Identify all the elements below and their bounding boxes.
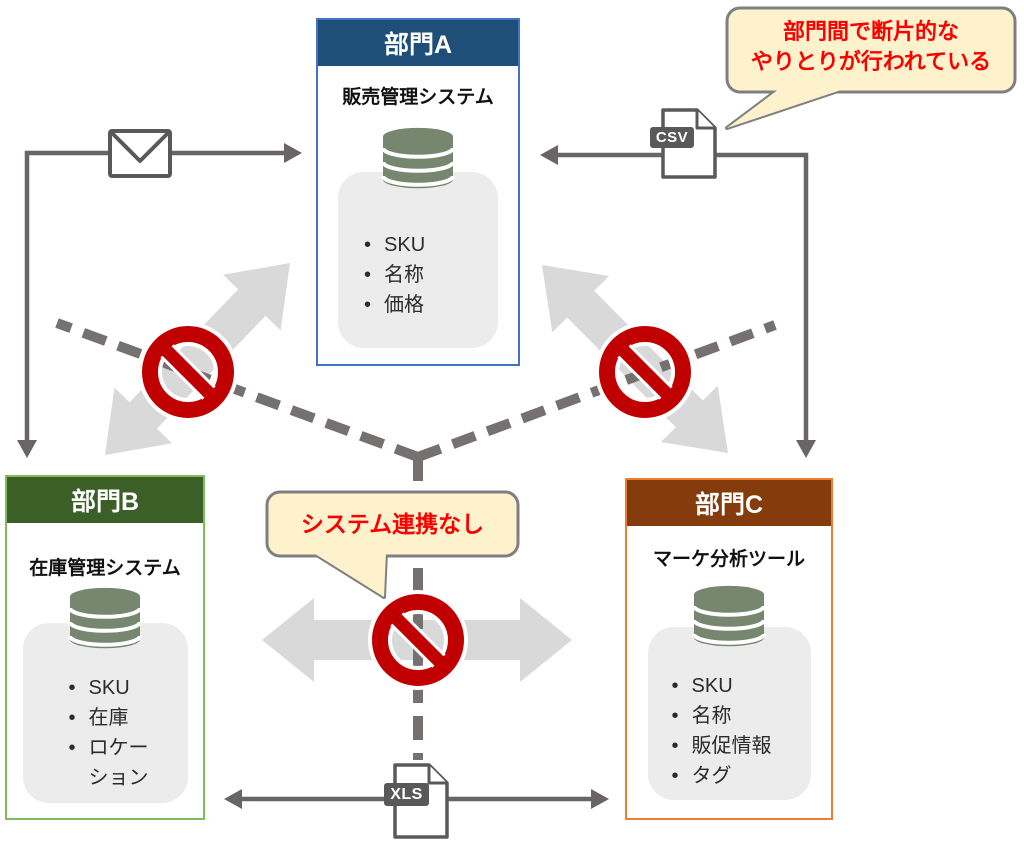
data-field-label: SKU — [88, 677, 130, 699]
callout-fragmented-text: 部門間で断片的な やりとりが行われている — [750, 19, 992, 74]
arrowhead-to-dept-b-top — [17, 440, 37, 458]
dept-a-header: 部門A — [318, 20, 518, 66]
data-field-label: SKU — [384, 234, 426, 256]
callout-no-integration-bubble — [265, 490, 520, 599]
data-field-label: 販促情報 — [691, 735, 772, 757]
database-cylinder-icon — [68, 587, 142, 650]
dept-b-data-panel: SKU 在庫 ロケー ション — [22, 587, 188, 803]
dept-b-body: 在庫管理システム SKU 在庫 ロケー ション — [7, 553, 203, 803]
data-field-item: 販促情報 — [672, 731, 811, 761]
arrowhead-to-dept-a-left — [284, 143, 302, 163]
dept-a-body: 販売管理システム SKU 名称 価格 — [318, 82, 518, 348]
dept-c-system-name: マーケ分析ツール — [652, 549, 805, 570]
email-icon — [108, 129, 172, 178]
data-field-item: ロケー ション — [69, 733, 188, 793]
email-connector-line — [24, 150, 286, 441]
dept-c-body: マーケ分析ツール SKU 名称 販促情報 タグ — [627, 544, 831, 800]
callout-fragmented-bubble — [725, 6, 1017, 130]
data-field-item: タグ — [672, 761, 811, 791]
dept-a-data-panel: SKU 名称 価格 — [338, 127, 498, 348]
dept-b-field-list: SKU 在庫 ロケー ション — [23, 623, 188, 793]
callout-no-integration-text: システム連携なし — [300, 511, 485, 537]
dept-a-card: 部門A 販売管理システム SKU 名称 価格 — [316, 18, 520, 366]
data-field-label: SKU — [691, 675, 733, 697]
dept-c-header: 部門C — [627, 480, 831, 526]
dept-a-title: 部門A — [383, 31, 453, 59]
data-field-item: 名称 — [364, 260, 498, 290]
dashed-link-left — [55, 318, 420, 462]
arrowhead-to-dept-a-right — [540, 145, 558, 165]
csv-file-label: CSV — [650, 127, 694, 148]
data-field-item: 価格 — [364, 290, 498, 320]
arrowhead-to-dept-b-bottom — [224, 789, 242, 809]
dept-c-field-list: SKU 名称 販促情報 タグ — [648, 627, 811, 791]
dept-a-field-list: SKU 名称 価格 — [338, 172, 498, 320]
dept-c-title: 部門C — [694, 491, 764, 519]
data-field-item: SKU — [364, 230, 498, 260]
xls-file-label: XLS — [384, 783, 429, 806]
dept-b-header: 部門B — [7, 477, 203, 523]
no-entry-icon — [138, 322, 238, 422]
data-field-item: SKU — [672, 671, 811, 701]
dashed-link-right — [416, 320, 777, 462]
database-cylinder-icon — [692, 585, 766, 648]
data-field-label: 名称 — [384, 264, 425, 286]
no-entry-icon — [368, 590, 468, 690]
dept-c-card: 部門C マーケ分析ツール SKU 名称 販促情報 — [625, 478, 833, 820]
data-field-label: 名称 — [691, 705, 732, 727]
dept-b-title: 部門B — [70, 488, 140, 516]
dept-c-data-panel: SKU 名称 販促情報 タグ — [647, 585, 811, 800]
no-entry-icon — [595, 322, 695, 422]
dept-b-system-name: 在庫管理システム — [29, 558, 181, 579]
dept-b-card: 部門B 在庫管理システム SKU 在庫 ロケー ション — [5, 475, 205, 820]
blocked-arrow-a-b — [105, 263, 290, 455]
data-field-label: 価格 — [384, 294, 425, 316]
data-field-item: 在庫 — [69, 703, 188, 733]
data-field-label: 在庫 — [88, 707, 129, 729]
arrowhead-to-dept-c-top — [796, 440, 816, 458]
data-field-item: 名称 — [672, 701, 811, 731]
data-field-label: タグ — [691, 765, 732, 787]
database-cylinder-icon — [381, 127, 455, 190]
data-field-label: ロケー ション — [88, 737, 149, 789]
csv-connector-line — [556, 152, 809, 441]
data-field-item: SKU — [69, 673, 188, 703]
dept-a-system-name: 販売管理システム — [342, 87, 494, 108]
arrowhead-to-dept-c-bottom — [591, 789, 609, 809]
